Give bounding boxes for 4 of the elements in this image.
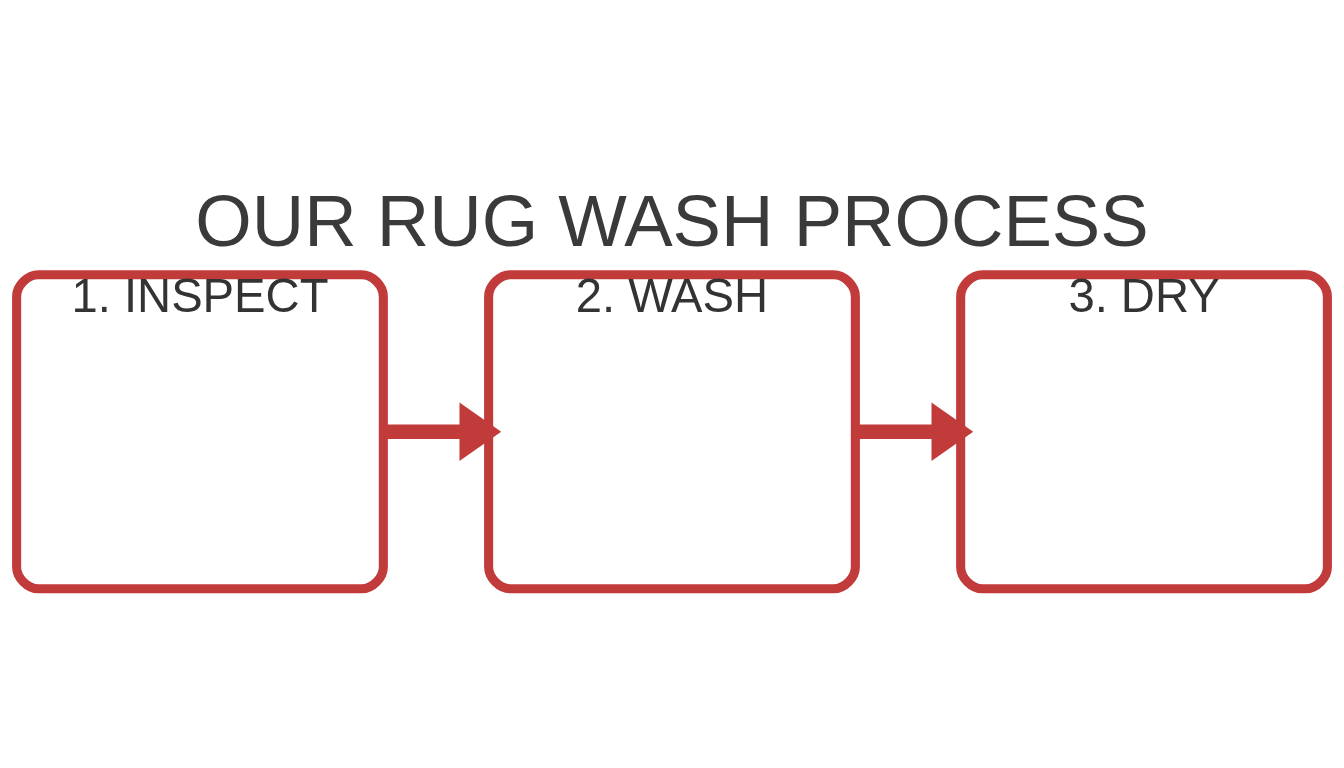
node-box: 2. WASH bbox=[484, 269, 860, 593]
node-box: 1. INSPECT bbox=[12, 269, 388, 593]
node-box: 3. DRY bbox=[956, 269, 1332, 593]
diagram-title: OUR RUG WASH PROCESS bbox=[195, 179, 1149, 261]
